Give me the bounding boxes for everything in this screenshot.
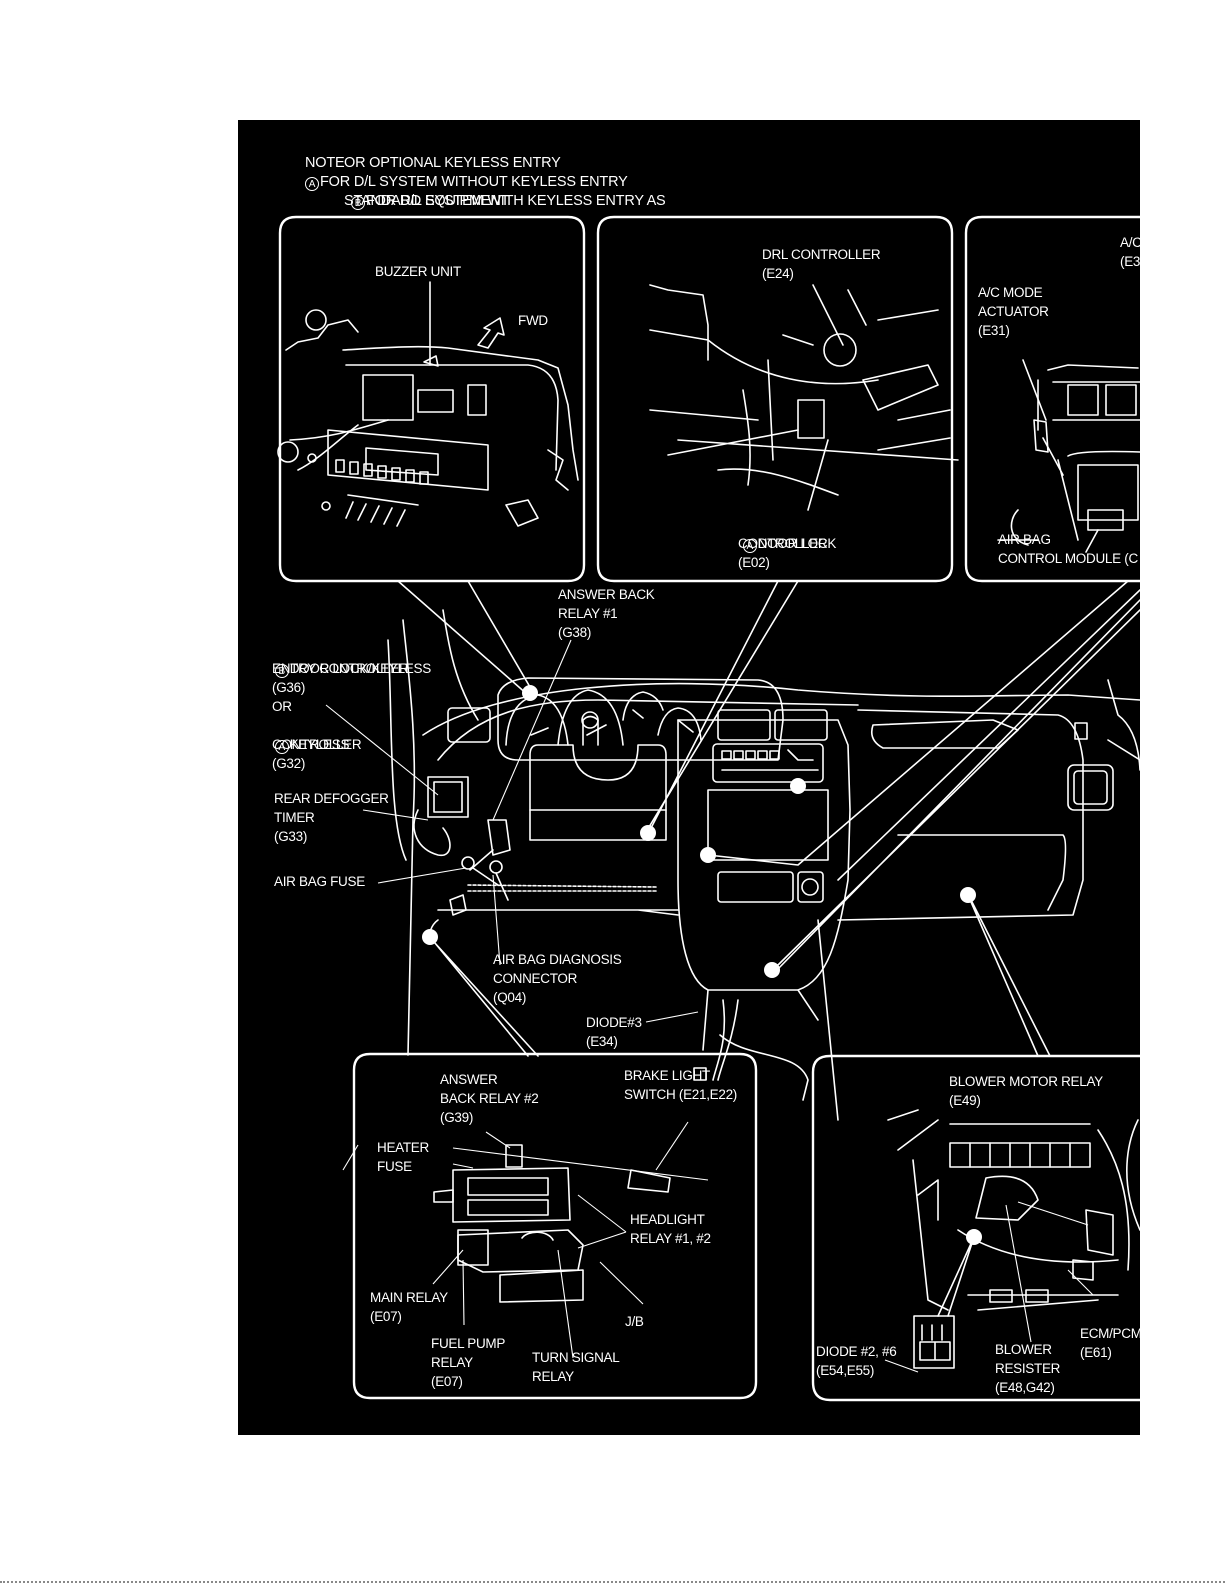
label-diode-2-6: DIODE #2, #6 (E54,E55) bbox=[816, 1344, 897, 1378]
label-door-lock-line1: DOOR LOCK bbox=[757, 536, 837, 551]
marker-b-icon: B bbox=[274, 664, 289, 678]
label-answer-back-relay-1: ANSWER BACK RELAY #1 (G38) bbox=[558, 587, 655, 640]
callout-dot bbox=[640, 825, 656, 841]
label-turn-signal-relay: TURN SIGNAL RELAY bbox=[532, 1350, 620, 1384]
page-bottom-rule bbox=[0, 1581, 1225, 1585]
label-brake-light-switch: BRAKE LIGHT SWITCH (E21,E22) bbox=[624, 1068, 737, 1102]
label-air-bag-control-module: AIR BAG CONTROL MODULE (C bbox=[998, 532, 1138, 566]
diagram-linework bbox=[277, 215, 1140, 1402]
fwd-arrow-icon bbox=[477, 317, 505, 349]
label-diode-3: DIODE#3 (E34) bbox=[586, 1015, 642, 1049]
buzzer-panel-sketch bbox=[277, 281, 579, 527]
note-b-line1: FOR D/L SYSTEM WITH KEYLESS ENTRY AS bbox=[365, 193, 666, 209]
blower-panel-sketch bbox=[884, 1109, 1140, 1373]
label-keyless-controller-cont: CONTROLLER (G32) bbox=[272, 737, 362, 771]
label-ecm-pcm: ECM/PCM (E61) bbox=[1080, 1326, 1140, 1360]
label-main-relay: MAIN RELAY (E07) bbox=[370, 1290, 448, 1324]
label-blower-motor-relay: BLOWER MOTOR RELAY (E49) bbox=[949, 1074, 1103, 1108]
label-headlight-relay: HEADLIGHT RELAY #1, #2 bbox=[630, 1212, 711, 1246]
note-prefix: NOTE bbox=[304, 155, 345, 171]
callout-dot bbox=[790, 778, 806, 794]
label-door-lock-keyless-line1: DOOR LOCK/KEYLESS bbox=[289, 661, 432, 676]
callout-dot bbox=[522, 685, 538, 701]
label-ac-mode-actuator: A/C MODE ACTUATOR (E31) bbox=[978, 285, 1049, 338]
panel-frame-drl bbox=[596, 215, 954, 583]
label-buzzer-unit: BUZZER UNIT bbox=[375, 264, 461, 279]
label-air-bag-diagnosis-connector: AIR BAG DIAGNOSIS CONNECTOR (Q04) bbox=[493, 952, 622, 1005]
label-ac-top: A/C (E3 bbox=[1120, 235, 1140, 269]
panel-frame-buzzer bbox=[278, 215, 586, 583]
junction-block-sketch bbox=[432, 1121, 709, 1359]
note-b-line2: STANDARD EQUIPMENT bbox=[344, 193, 510, 209]
panel-frame-ac bbox=[964, 215, 1140, 583]
label-fuel-pump-relay: FUEL PUMP RELAY (E07) bbox=[431, 1336, 506, 1389]
label-drl-controller: DRL CONTROLLER (E24) bbox=[762, 247, 881, 281]
label-answer-back-relay-2: ANSWER BACK RELAY #2 (G39) bbox=[440, 1072, 539, 1125]
label-door-lock-keyless-cont: ENTRY CONTROLLER (G36) OR bbox=[272, 661, 409, 714]
panel-frame-junction-block bbox=[352, 1052, 758, 1400]
callout-dot bbox=[764, 962, 780, 978]
marker-a-icon: A bbox=[274, 740, 289, 754]
label-door-lock-controller-cont: CONTROLLER (E02) bbox=[738, 536, 828, 570]
callout-dot bbox=[700, 847, 716, 863]
marker-b-icon: B bbox=[350, 196, 365, 210]
marker-a-icon: A bbox=[742, 539, 757, 553]
note-a-line1: FOR D/L SYSTEM WITHOUT KEYLESS ENTRY bbox=[319, 174, 628, 190]
ac-panel-sketch bbox=[997, 359, 1140, 553]
label-jb: J/B bbox=[625, 1314, 644, 1329]
note-a-line2: OR OPTIONAL KEYLESS ENTRY bbox=[344, 155, 561, 171]
label-heater-fuse: HEATER FUSE bbox=[377, 1140, 429, 1174]
label-rear-defogger-timer: REAR DEFOGGER TIMER (G33) bbox=[274, 791, 389, 844]
drl-panel-sketch bbox=[305, 284, 959, 511]
label-keyless-line1: KEYLESS bbox=[289, 737, 350, 752]
dashboard-sketch bbox=[325, 580, 1140, 1171]
label-blower-resister: BLOWER RESISTER (E48,G42) bbox=[995, 1342, 1061, 1395]
label-air-bag-fuse: AIR BAG FUSE bbox=[274, 874, 365, 889]
marker-a-icon: A bbox=[304, 177, 319, 191]
label-fwd: FWD bbox=[518, 313, 548, 328]
panel-frame-blower bbox=[811, 1054, 1140, 1402]
